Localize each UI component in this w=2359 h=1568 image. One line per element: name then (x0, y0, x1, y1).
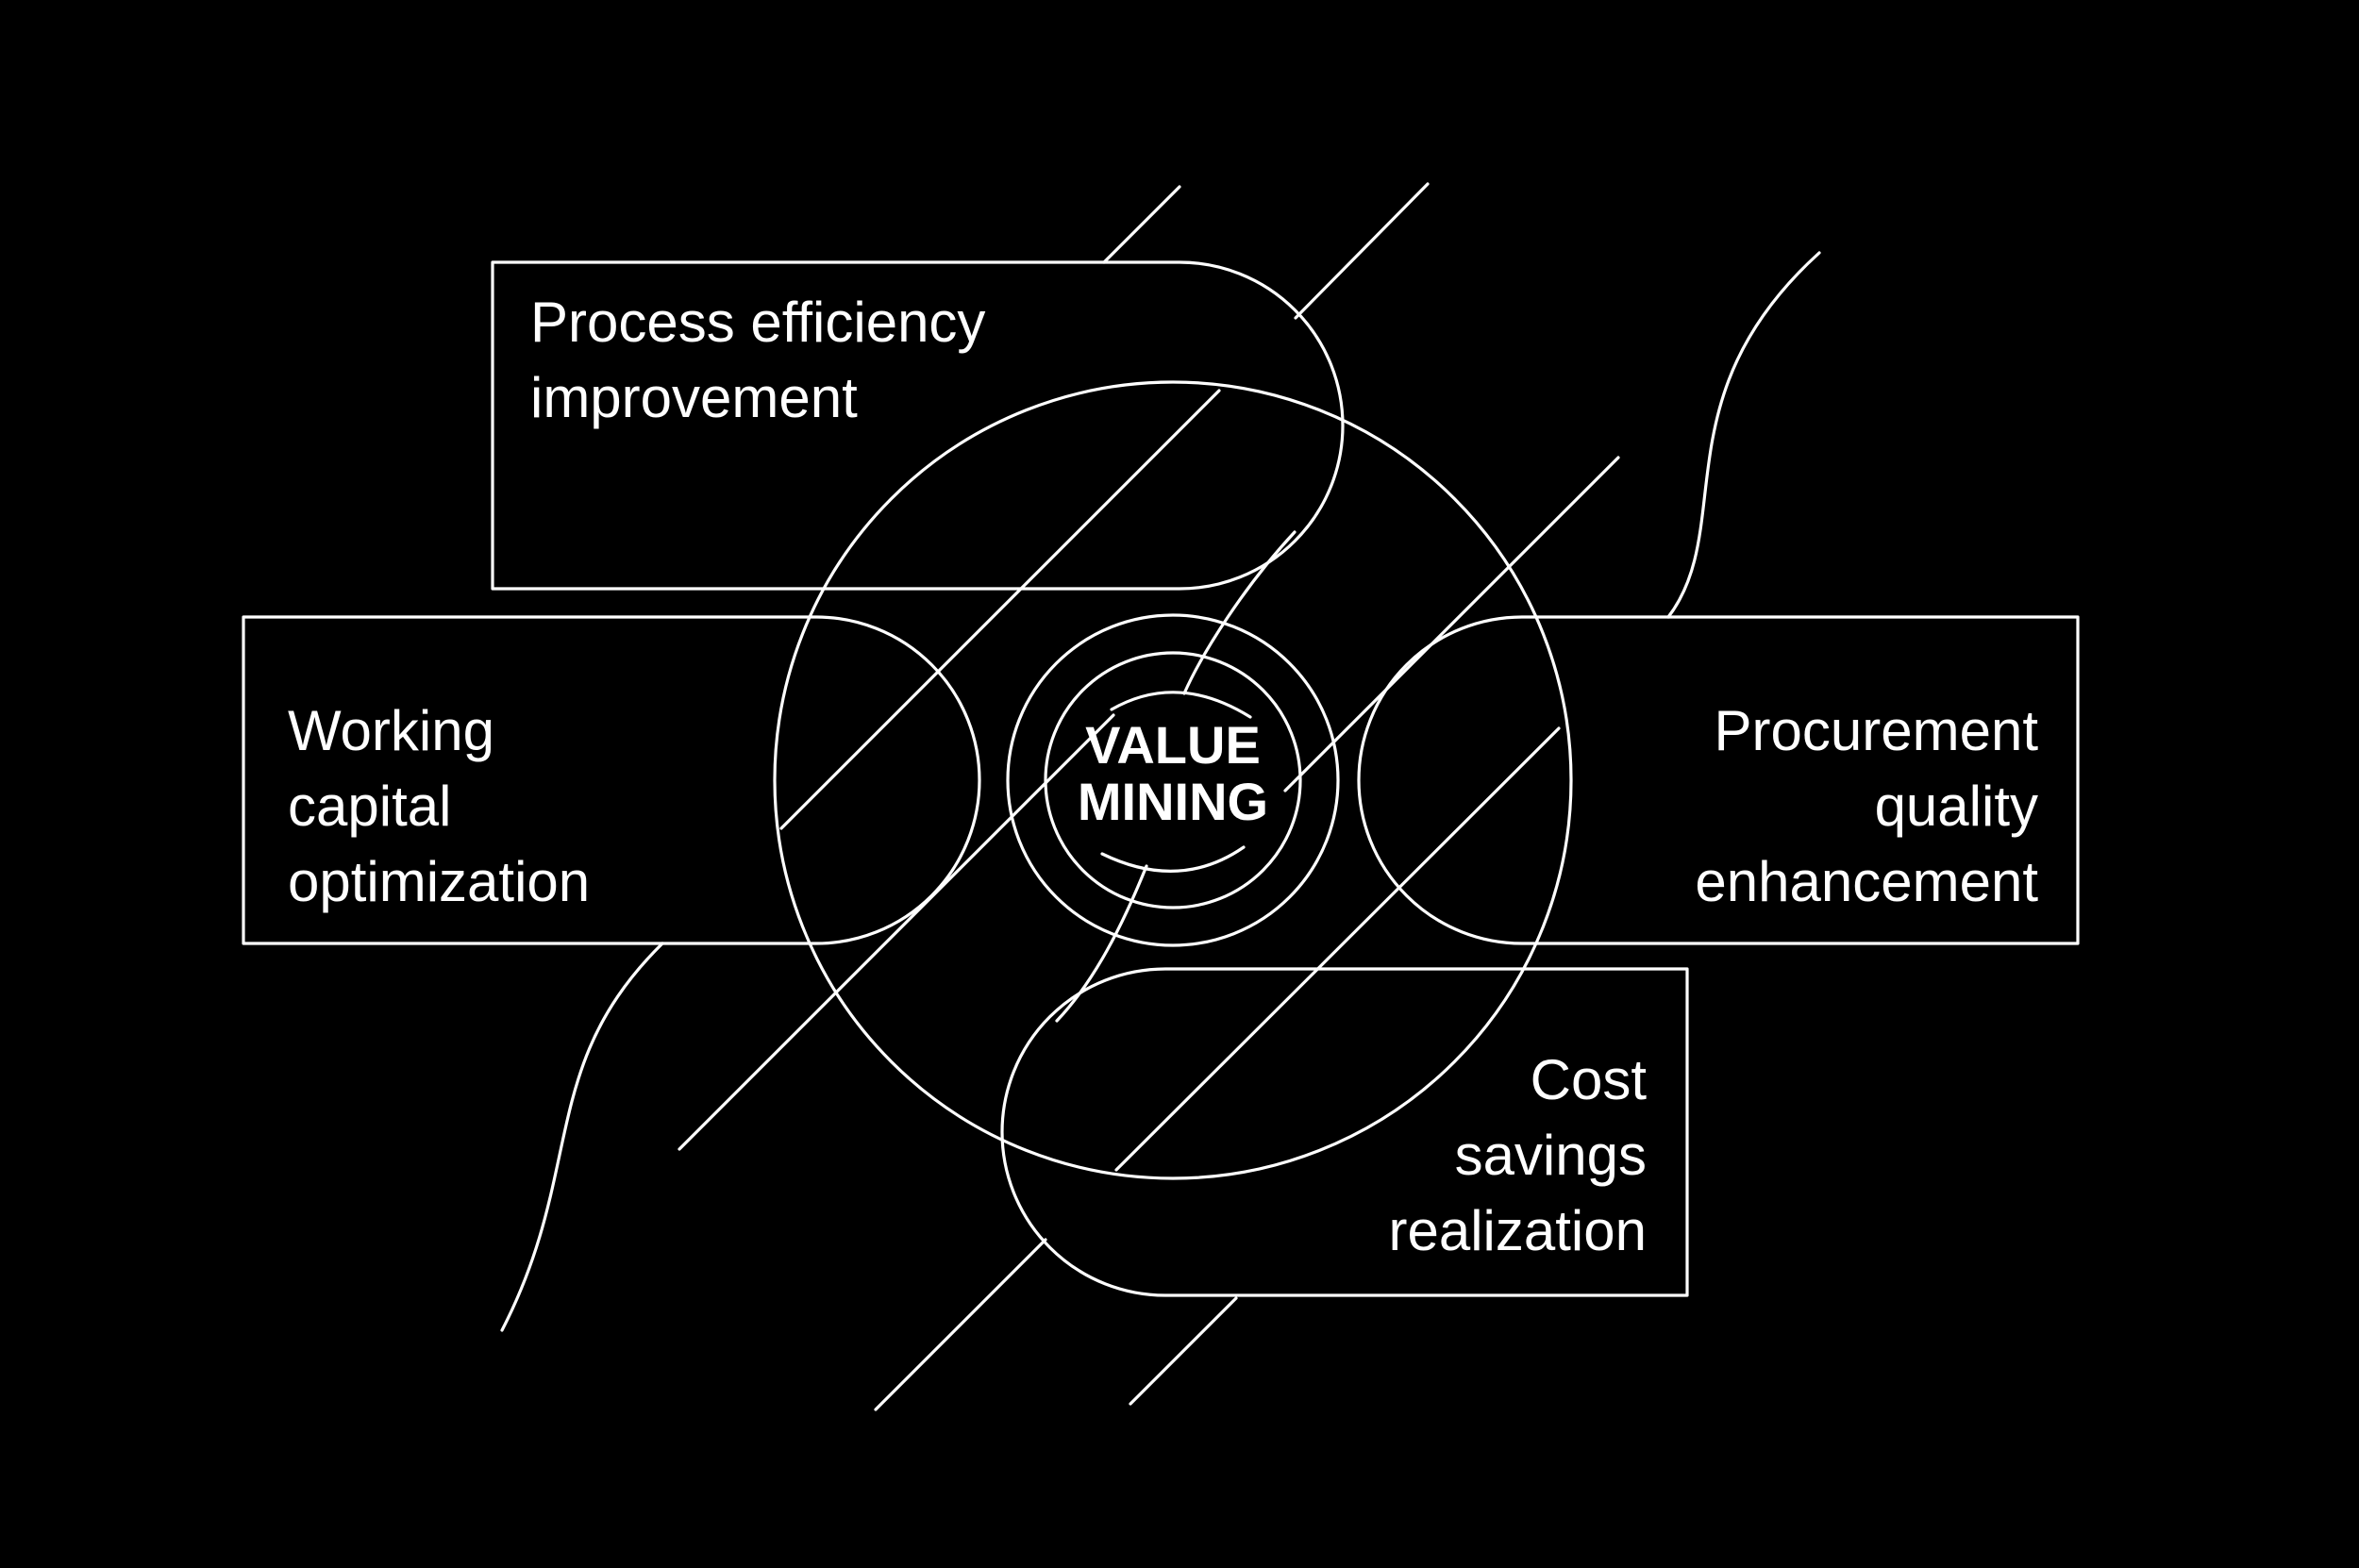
top-s-connector (1182, 530, 1297, 695)
diagonal-line-1 (1102, 185, 1181, 264)
right-wave-curve (1666, 251, 1821, 619)
diagonal-line-8 (1129, 1296, 1238, 1406)
process-efficiency-label: Process efficiency improvement (530, 285, 985, 436)
cost-savings-line1: Cost (1530, 1048, 1647, 1111)
diagonal-line-5 (1283, 456, 1620, 792)
procurement-line3: enhancement (1695, 850, 2038, 913)
inner-ring (1044, 651, 1302, 909)
diagonal-line-4 (678, 713, 1115, 1151)
working-capital-shape (242, 615, 981, 945)
center-swirl-top (1110, 691, 1252, 719)
working-capital-label: Working capital optimization (288, 693, 590, 920)
value-mining-line2: MINING (1077, 772, 1269, 831)
outer-circle (773, 380, 1573, 1180)
bottom-s-connector (1055, 864, 1148, 1023)
working-capital-line1: Working (288, 699, 494, 762)
cost-savings-label: Cost savings realization (1269, 1043, 1648, 1269)
process-efficiency-shape (491, 260, 1345, 591)
middle-ring (1006, 613, 1340, 947)
center-swirl-bottom (1100, 845, 1246, 873)
process-efficiency-line2: improvement (530, 366, 858, 429)
process-efficiency-line1: Process efficiency (530, 291, 986, 354)
cost-savings-line3: realization (1388, 1199, 1648, 1262)
procurement-line1: Procurement (1714, 699, 2038, 762)
procurement-quality-label: Procurement quality enhancement (1566, 693, 2038, 920)
value-mining-line1: VALUE (1085, 715, 1261, 775)
cost-savings-line2: savings (1454, 1124, 1647, 1187)
diagonal-line-6 (1114, 726, 1561, 1172)
procurement-line2: quality (1874, 775, 2038, 838)
left-wave-curve (500, 942, 664, 1332)
cost-savings-shape (1000, 967, 1689, 1297)
diagonal-line-2 (1294, 182, 1430, 320)
diagonal-line-3 (779, 389, 1221, 830)
working-capital-line2: capital (288, 775, 452, 838)
diagonal-line-7 (874, 1238, 1047, 1411)
value-mining-title: VALUE MINING (1036, 717, 1310, 830)
procurement-quality-shape (1357, 615, 2080, 945)
working-capital-line3: optimization (288, 850, 591, 913)
